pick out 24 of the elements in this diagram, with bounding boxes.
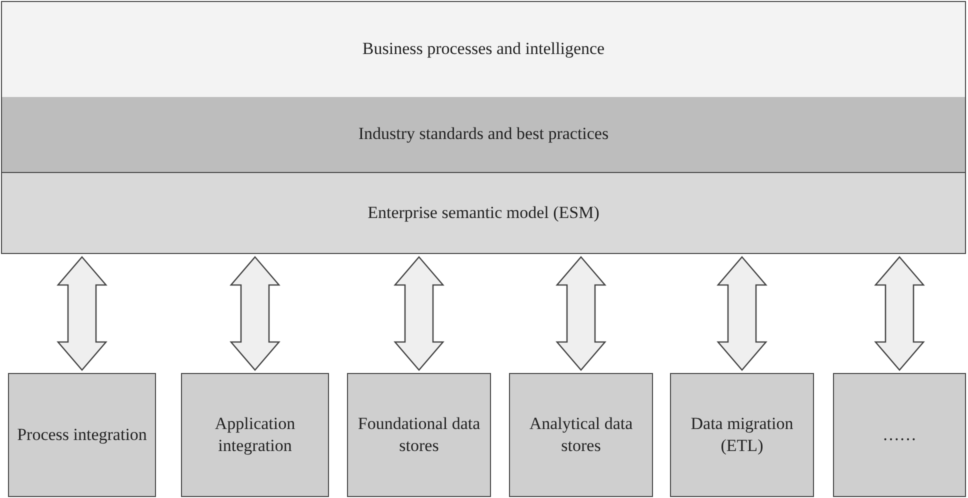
- node-label: Application integration: [214, 412, 296, 457]
- node-label: Business processes and intelligence: [361, 38, 606, 60]
- layer-band: [1, 172, 966, 254]
- component-box: [833, 373, 966, 497]
- layer-band: [1, 1, 966, 98]
- node-label: ……: [882, 424, 918, 446]
- double-arrow: [874, 256, 925, 371]
- double-arrow: [56, 256, 108, 371]
- component-box: [347, 373, 491, 497]
- double-arrow: [716, 256, 768, 371]
- node-label: Process integration: [16, 424, 148, 446]
- node-label: Industry standards and best practices: [357, 123, 610, 146]
- component-box: [8, 373, 156, 497]
- node-label: Foundational data stores: [356, 412, 482, 457]
- node-label: Data migration (ETL): [690, 412, 794, 457]
- node-label: Enterprise semantic model (ESM): [366, 202, 600, 224]
- node-label: Analytical data stores: [528, 412, 634, 457]
- double-arrow: [394, 256, 444, 371]
- component-box: [181, 373, 329, 497]
- component-box: [509, 373, 653, 497]
- layer-band: [1, 97, 966, 172]
- double-arrow: [556, 256, 606, 371]
- double-arrow: [230, 256, 280, 371]
- component-box: [670, 373, 814, 497]
